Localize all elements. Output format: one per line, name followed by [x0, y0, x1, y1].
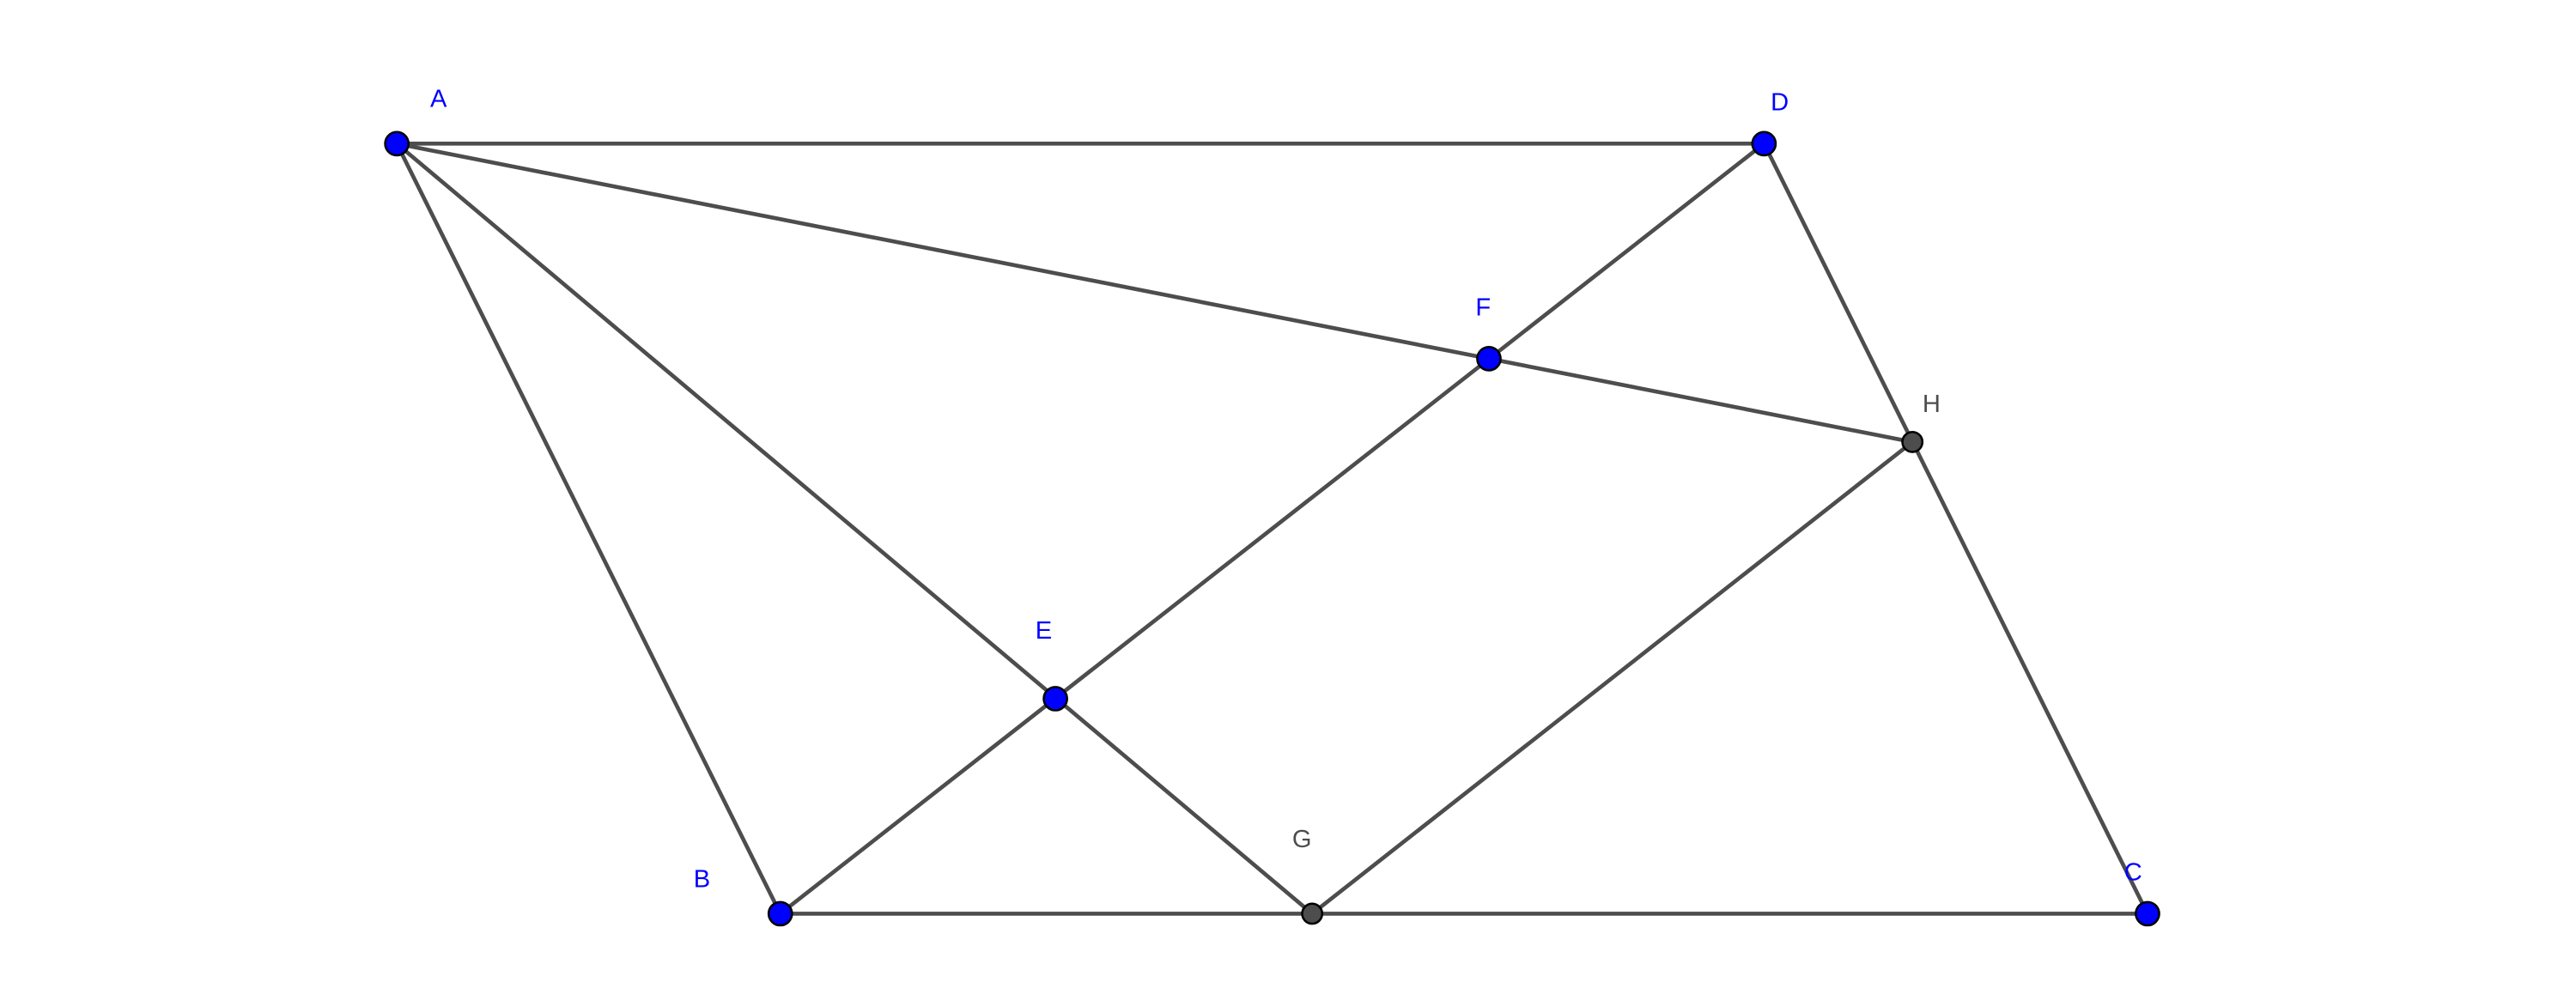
point-F[interactable]	[1476, 345, 1502, 372]
point-label-D: D	[1771, 89, 1789, 117]
point-label-B: B	[694, 865, 710, 893]
segment-AB	[394, 142, 783, 916]
segment-AH	[394, 142, 1915, 445]
point-label-H: H	[1923, 391, 1941, 418]
point-C[interactable]	[2135, 900, 2160, 927]
segment-DC	[1762, 142, 2150, 916]
point-A[interactable]	[384, 130, 410, 157]
point-D[interactable]	[1751, 130, 1777, 157]
point-E[interactable]	[1042, 686, 1068, 712]
point-label-G: G	[1292, 826, 1312, 853]
point-G[interactable]	[1301, 902, 1324, 925]
point-label-E: E	[1036, 617, 1052, 645]
segment-GH	[1309, 439, 1915, 916]
point-H[interactable]	[1901, 431, 1924, 453]
point-B[interactable]	[767, 900, 793, 927]
segment-BD	[778, 142, 1766, 916]
segment-AG	[394, 142, 1315, 916]
point-label-F: F	[1475, 294, 1491, 321]
point-label-C: C	[2124, 859, 2142, 887]
point-label-A: A	[430, 86, 447, 113]
